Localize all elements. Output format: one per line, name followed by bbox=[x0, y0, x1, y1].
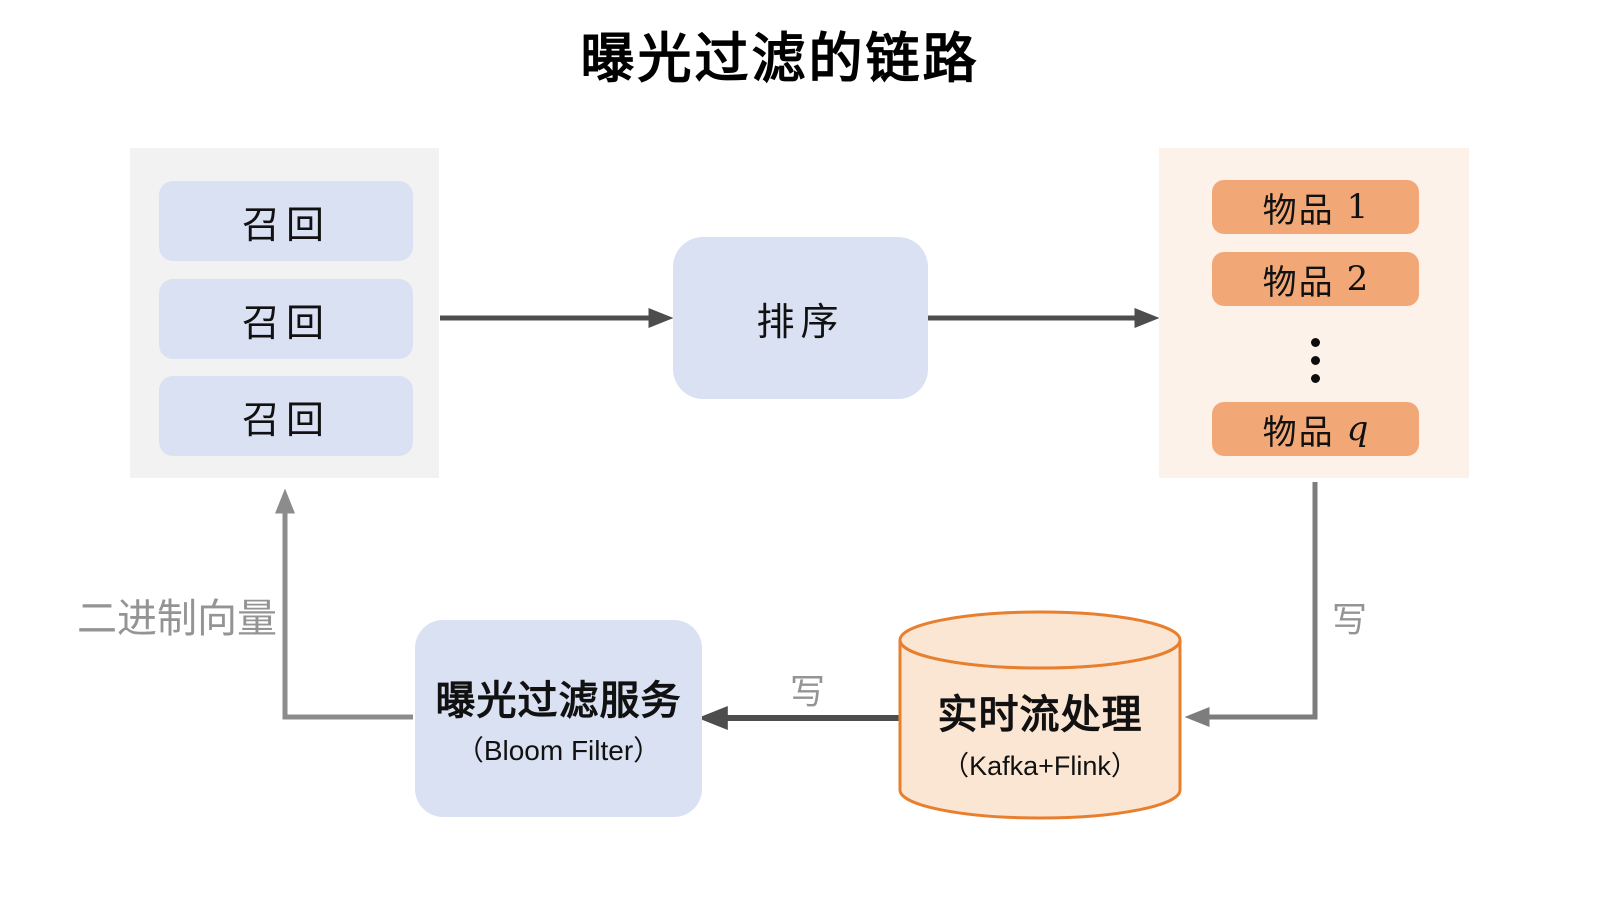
edge-label-binary-vector: 二进制向量 bbox=[77, 597, 277, 641]
edge-label-write-items-to-stream: 写 bbox=[1332, 601, 1368, 640]
recall-label: 召回 bbox=[241, 204, 330, 247]
stream-processing-subtitle: （Kafka+Flink） bbox=[942, 751, 1138, 781]
item-index: q bbox=[1346, 409, 1369, 449]
recall-box: 召回 bbox=[159, 181, 413, 261]
item-label: 物品 bbox=[1262, 413, 1335, 452]
ranking-label: 排序 bbox=[756, 301, 845, 344]
recall-panel: 召回 召回 召回 bbox=[130, 148, 439, 478]
stream-processing-title: 实时流处理 bbox=[937, 693, 1143, 737]
vertical-ellipsis-icon bbox=[1311, 338, 1320, 383]
item-box: 物品 2 bbox=[1212, 252, 1419, 306]
stream-processing-text: 实时流处理 （Kafka+Flink） bbox=[900, 682, 1180, 783]
recall-box: 召回 bbox=[159, 279, 413, 359]
cylinder-top bbox=[898, 610, 1182, 670]
item-index: 1 bbox=[1346, 187, 1369, 227]
ranking-box: 排序 bbox=[673, 237, 928, 399]
diagram-title: 曝光过滤的链路 bbox=[580, 27, 980, 90]
arrow-service-to-recall bbox=[275, 488, 413, 720]
item-box: 物品 1 bbox=[1212, 180, 1419, 234]
recall-label: 召回 bbox=[241, 302, 330, 345]
items-panel: 物品 1 物品 2 物品 q bbox=[1159, 148, 1469, 478]
item-box: 物品 q bbox=[1212, 402, 1419, 456]
recall-box: 召回 bbox=[159, 376, 413, 456]
exposure-filter-service-subtitle: （Bloom Filter） bbox=[455, 735, 662, 766]
item-label: 物品 bbox=[1262, 263, 1335, 302]
recall-label: 召回 bbox=[241, 399, 330, 442]
exposure-filter-service-title: 曝光过滤服务 bbox=[435, 679, 682, 723]
item-index: 2 bbox=[1346, 259, 1369, 299]
edge-label-write-stream-to-service: 写 bbox=[790, 673, 826, 712]
arrow-items-to-stream bbox=[1184, 482, 1318, 727]
item-label: 物品 bbox=[1262, 191, 1335, 230]
exposure-filter-service-box: 曝光过滤服务 （Bloom Filter） bbox=[415, 620, 702, 817]
